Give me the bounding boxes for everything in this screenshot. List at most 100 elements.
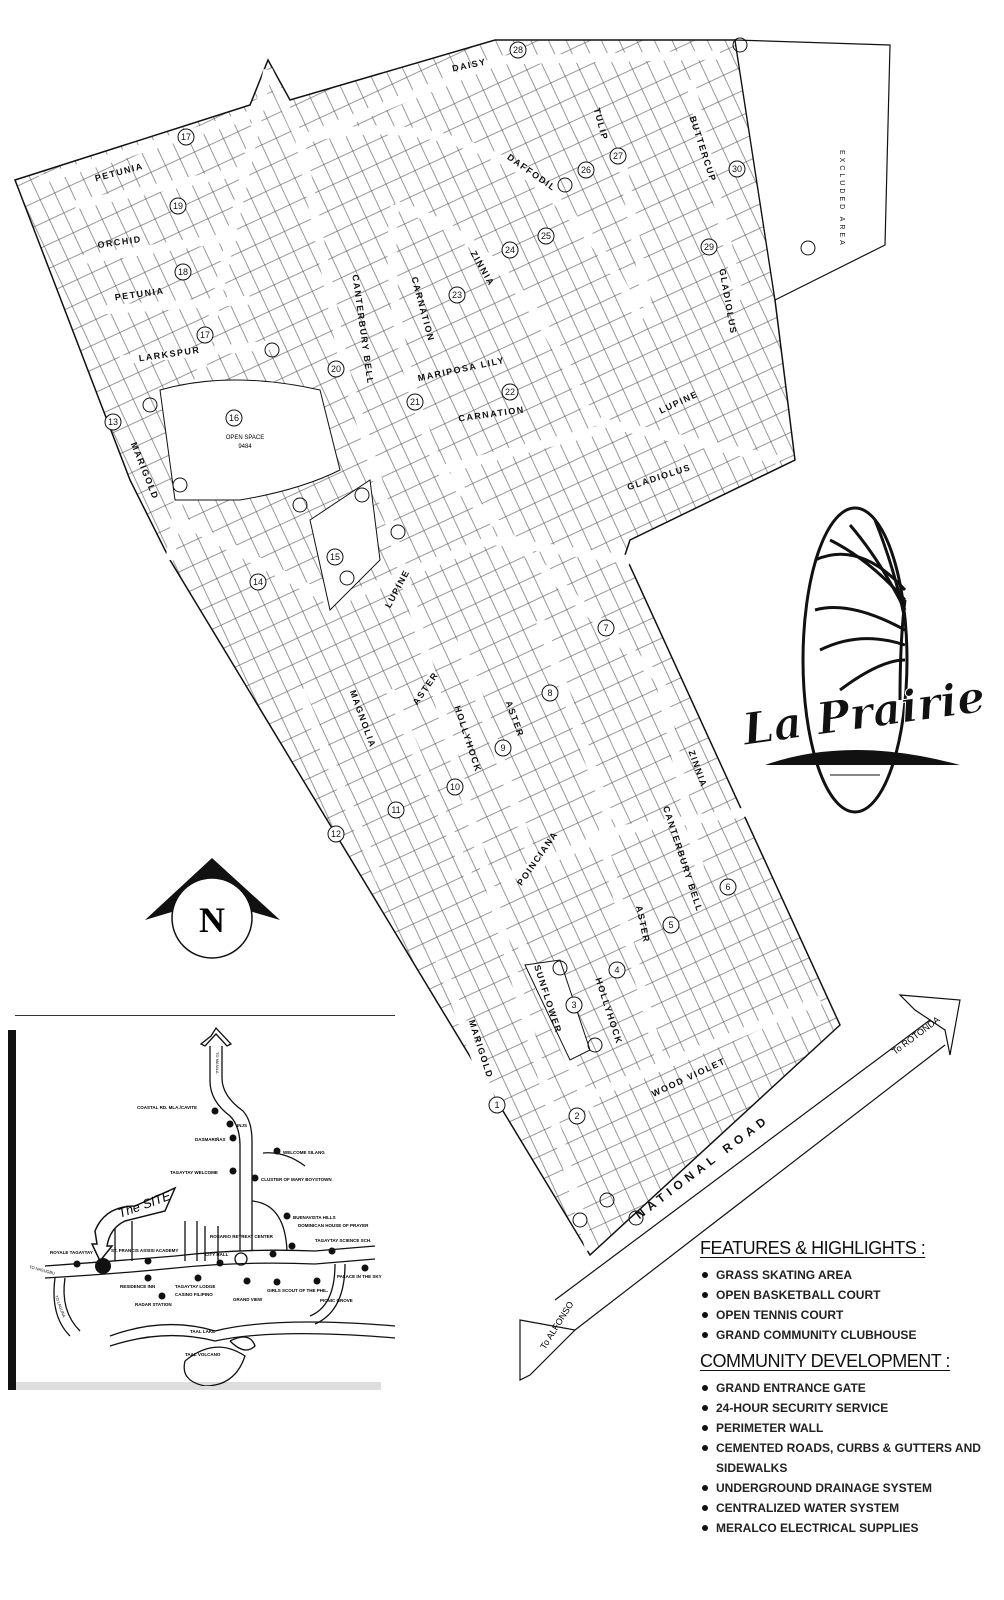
block-marker: 5 (662, 916, 680, 934)
landmark-label: TAGAYTAY WELCOME (170, 1170, 218, 1175)
to-manila-label: TO MANILA (215, 1052, 220, 1074)
block-circle (728, 160, 746, 178)
tree-icons (142, 37, 816, 1228)
development-item: PERIMETER WALL (700, 1418, 990, 1438)
inset-shadow (8, 1030, 16, 1390)
landmark-label: GIRLS SCOUT OF THE PHIL. (267, 1288, 328, 1293)
block-marker: 23 (448, 286, 466, 304)
block-circle (326, 548, 344, 566)
landmark-label: DOMINICAN HOUSE OF PRAYER (298, 1223, 369, 1228)
block-marker: 30 (728, 160, 746, 178)
development-item: UNDERGROUND DRAINAGE SYSTEM (700, 1478, 990, 1498)
landmark-dot-icon (273, 1278, 281, 1286)
block-circle (537, 227, 555, 245)
feature-item: OPEN BASKETBALL COURT (700, 1285, 990, 1305)
tree-icon (732, 37, 748, 53)
tree-icon (292, 497, 308, 513)
feature-item: GRASS SKATING AREA (700, 1265, 990, 1285)
excluded-area (734, 39, 891, 301)
landmark-label: TAGAYTAY SCIENCE SCH. (315, 1238, 371, 1243)
landmark-label: GRAND VIEW (233, 1297, 263, 1302)
block-number: 27 (613, 151, 623, 161)
landmark-label: TAAL LAKE (190, 1329, 215, 1334)
block-number: 23 (452, 290, 462, 300)
tree-icon (354, 487, 370, 503)
block-circle (488, 1096, 506, 1114)
block-number: 12 (331, 829, 341, 839)
feature-item: OPEN TENNIS COURT (700, 1305, 990, 1325)
landmark-label: ST. FRANCIS ASSISI ACADEMY (111, 1248, 178, 1253)
landmark-label: WELCOME SILANG (283, 1150, 325, 1155)
block-circle (609, 147, 627, 165)
block-circle (406, 393, 424, 411)
landmark-label: PICNIC GROVE (320, 1298, 353, 1303)
landmark-label: BUENAVISTA HILLS (293, 1215, 336, 1220)
landmark-dot-icon (216, 1259, 224, 1267)
landmark-label: INJS (237, 1123, 247, 1128)
tree-icon (142, 397, 158, 413)
block-number: 21 (410, 397, 420, 407)
landmark-label: ROYALE TAGAYTAY (50, 1250, 93, 1255)
block-marker: 9 (494, 739, 512, 757)
development-item: MERALCO ELECTRICAL SUPPLIES (700, 1518, 990, 1538)
block-circle (608, 961, 626, 979)
landmark-dot-icon (144, 1274, 152, 1282)
features-panel: FEATURES & HIGHLIGHTS : GRASS SKATING AR… (700, 1238, 990, 1544)
block-circle (662, 916, 680, 934)
national-road (519, 994, 961, 1381)
block-marker: 17 (177, 128, 195, 146)
block-number: 25 (541, 231, 551, 241)
block-circle (501, 383, 519, 401)
block-number: 14 (253, 577, 263, 587)
block-marker: 1 (488, 1096, 506, 1114)
block-circle (446, 778, 464, 796)
landmark-dot-icon (144, 1257, 152, 1265)
block-circle (448, 286, 466, 304)
north-compass-icon: N (145, 858, 280, 959)
block-marker: 27 (609, 147, 627, 165)
landmark-dot-icon (361, 1264, 369, 1272)
block-circle (327, 360, 345, 378)
block-marker: 10 (446, 778, 464, 796)
features-title: FEATURES & HIGHLIGHTS : (700, 1238, 926, 1258)
development-item: GRAND ENTRANCE GATE (700, 1378, 990, 1398)
block-marker: 21 (406, 393, 424, 411)
inset-shadow (16, 1382, 381, 1390)
block-number: 6 (725, 882, 730, 892)
block-number: 28 (513, 45, 523, 55)
block-circle (174, 263, 192, 281)
block-marker: 20 (327, 360, 345, 378)
tree-icon (557, 177, 573, 193)
features-list: GRASS SKATING AREA OPEN BASKETBALL COURT… (700, 1265, 990, 1345)
block-marker: 14 (249, 573, 267, 591)
block-circle (577, 161, 595, 179)
block-number: 7 (603, 623, 608, 633)
block-circle (719, 878, 737, 896)
open-space-area: 9484 (238, 444, 252, 450)
block-circle (568, 1107, 586, 1125)
tree-icon (552, 960, 568, 976)
block-marker: 26 (577, 161, 595, 179)
landmark-dot-icon (269, 1250, 277, 1258)
block-number: 11 (391, 805, 400, 815)
tree-icon (390, 524, 406, 540)
block-number: 16 (229, 413, 239, 423)
la-prairie-logo: La Prairie (737, 506, 989, 814)
block-number: 8 (547, 688, 552, 698)
landmark-label: TAGAYTAY LODGE (175, 1284, 215, 1289)
tree-icon (172, 477, 188, 493)
landmark-label: ROSARIO RETREAT CENTER (210, 1234, 274, 1239)
open-space-label: OPEN SPACE (226, 435, 265, 441)
tree-icon (628, 1210, 644, 1226)
block-number: 13 (108, 417, 118, 427)
block-number: 2 (574, 1111, 579, 1121)
block-circle (494, 739, 512, 757)
landmark-dot-icon (283, 1212, 291, 1220)
excluded-area-label: EXCLUDED AREA (838, 150, 845, 248)
landmark-dot-icon (226, 1120, 234, 1128)
open-space (159, 379, 591, 1061)
block-number: 20 (331, 364, 341, 374)
block-number: 26 (581, 165, 591, 175)
landmark-dot-icon (273, 1147, 281, 1155)
